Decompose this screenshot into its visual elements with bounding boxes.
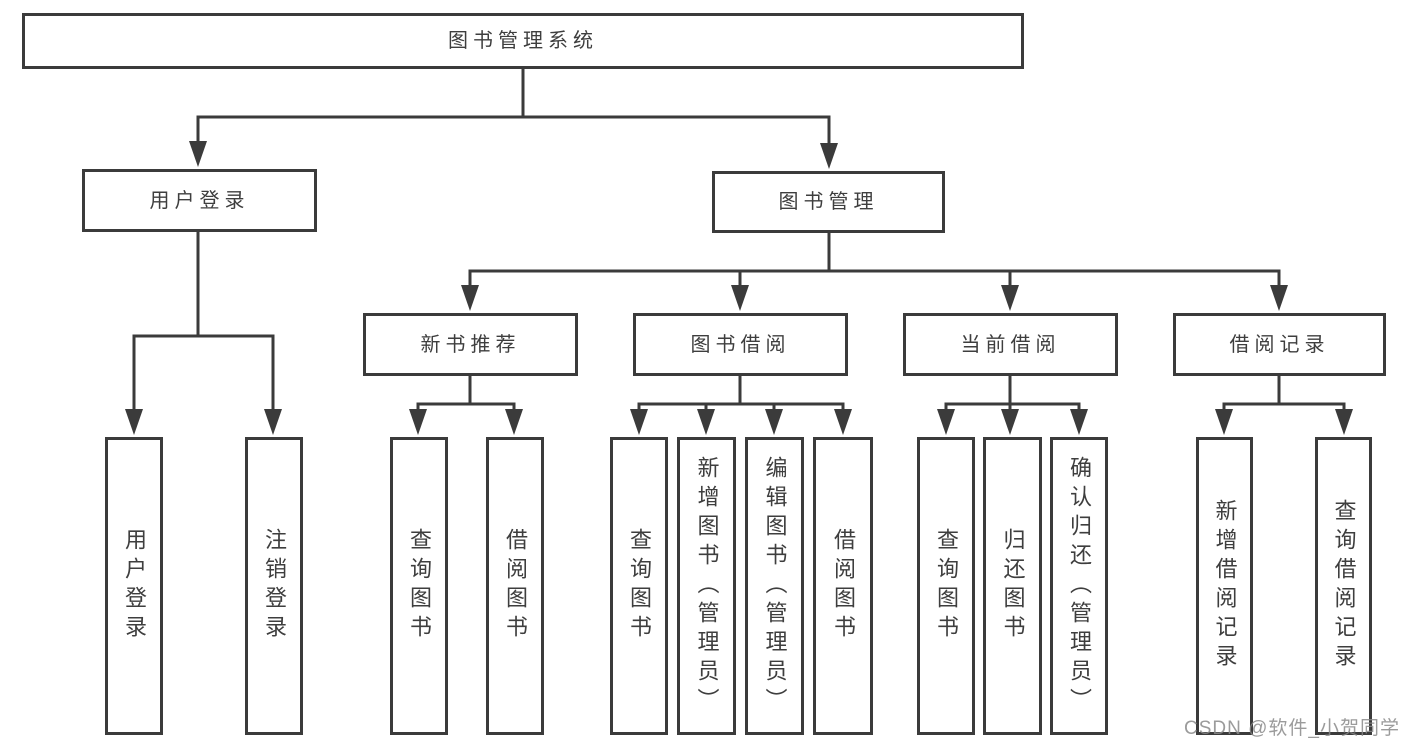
arrowhead	[820, 143, 838, 169]
leaf-query-books-recommend: 查询图书	[390, 437, 448, 735]
arrowhead	[1270, 285, 1288, 311]
arrowheads	[125, 141, 1353, 435]
arrowhead	[630, 409, 648, 435]
arrowhead	[1001, 409, 1019, 435]
leaf-query-borrow-record: 查询借阅记录	[1315, 437, 1372, 735]
arrowhead	[1001, 285, 1019, 311]
leaf-borrow-books-recommend: 借阅图书	[486, 437, 544, 735]
leaf-add-borrow-record: 新增借阅记录	[1196, 437, 1253, 735]
connector-current-borrow-group	[944, 374, 1081, 415]
arrowhead	[189, 141, 207, 167]
node-book-borrow: 图书借阅	[633, 313, 848, 376]
arrowhead	[461, 285, 479, 311]
leaf-confirm-return-admin: 确认归还（管理员）	[1050, 437, 1108, 735]
leaf-user-login: 用户登录	[105, 437, 163, 735]
node-book-management: 图书管理	[712, 171, 945, 233]
arrowhead	[937, 409, 955, 435]
arrowhead	[1335, 409, 1353, 435]
node-user-login: 用户登录	[82, 169, 317, 232]
leaf-query-books-current: 查询图书	[917, 437, 975, 735]
leaf-query-books-borrow: 查询图书	[610, 437, 668, 735]
leaf-add-books-admin: 新增图书（管理员）	[677, 437, 736, 735]
connector-book-management-group	[468, 231, 1281, 291]
arrowhead	[731, 285, 749, 311]
node-new-book-recommend: 新书推荐	[363, 313, 578, 376]
node-library-management-system: 图书管理系统	[22, 13, 1024, 69]
arrowhead	[505, 409, 523, 435]
arrowhead	[834, 409, 852, 435]
leaf-borrow-books: 借阅图书	[813, 437, 873, 735]
connector-user-login-group	[132, 230, 275, 415]
arrowhead	[697, 409, 715, 435]
connector-new-book-group	[416, 374, 516, 415]
arrowhead	[409, 409, 427, 435]
arrowhead	[765, 409, 783, 435]
node-borrow-record: 借阅记录	[1173, 313, 1386, 376]
node-current-borrow: 当前借阅	[903, 313, 1118, 376]
arrowhead	[1070, 409, 1088, 435]
leaf-edit-books-admin: 编辑图书（管理员）	[745, 437, 804, 735]
connector-borrow-record-group	[1222, 374, 1346, 415]
arrowhead	[264, 409, 282, 435]
arrowhead	[125, 409, 143, 435]
csdn-watermark: CSDN @软件_小贺同学	[1184, 718, 1400, 739]
arrowhead	[1215, 409, 1233, 435]
leaf-return-books: 归还图书	[983, 437, 1042, 735]
leaf-logout: 注销登录	[245, 437, 303, 735]
connector-root-to-level2	[196, 67, 831, 149]
connector-book-borrow-group	[637, 374, 845, 415]
